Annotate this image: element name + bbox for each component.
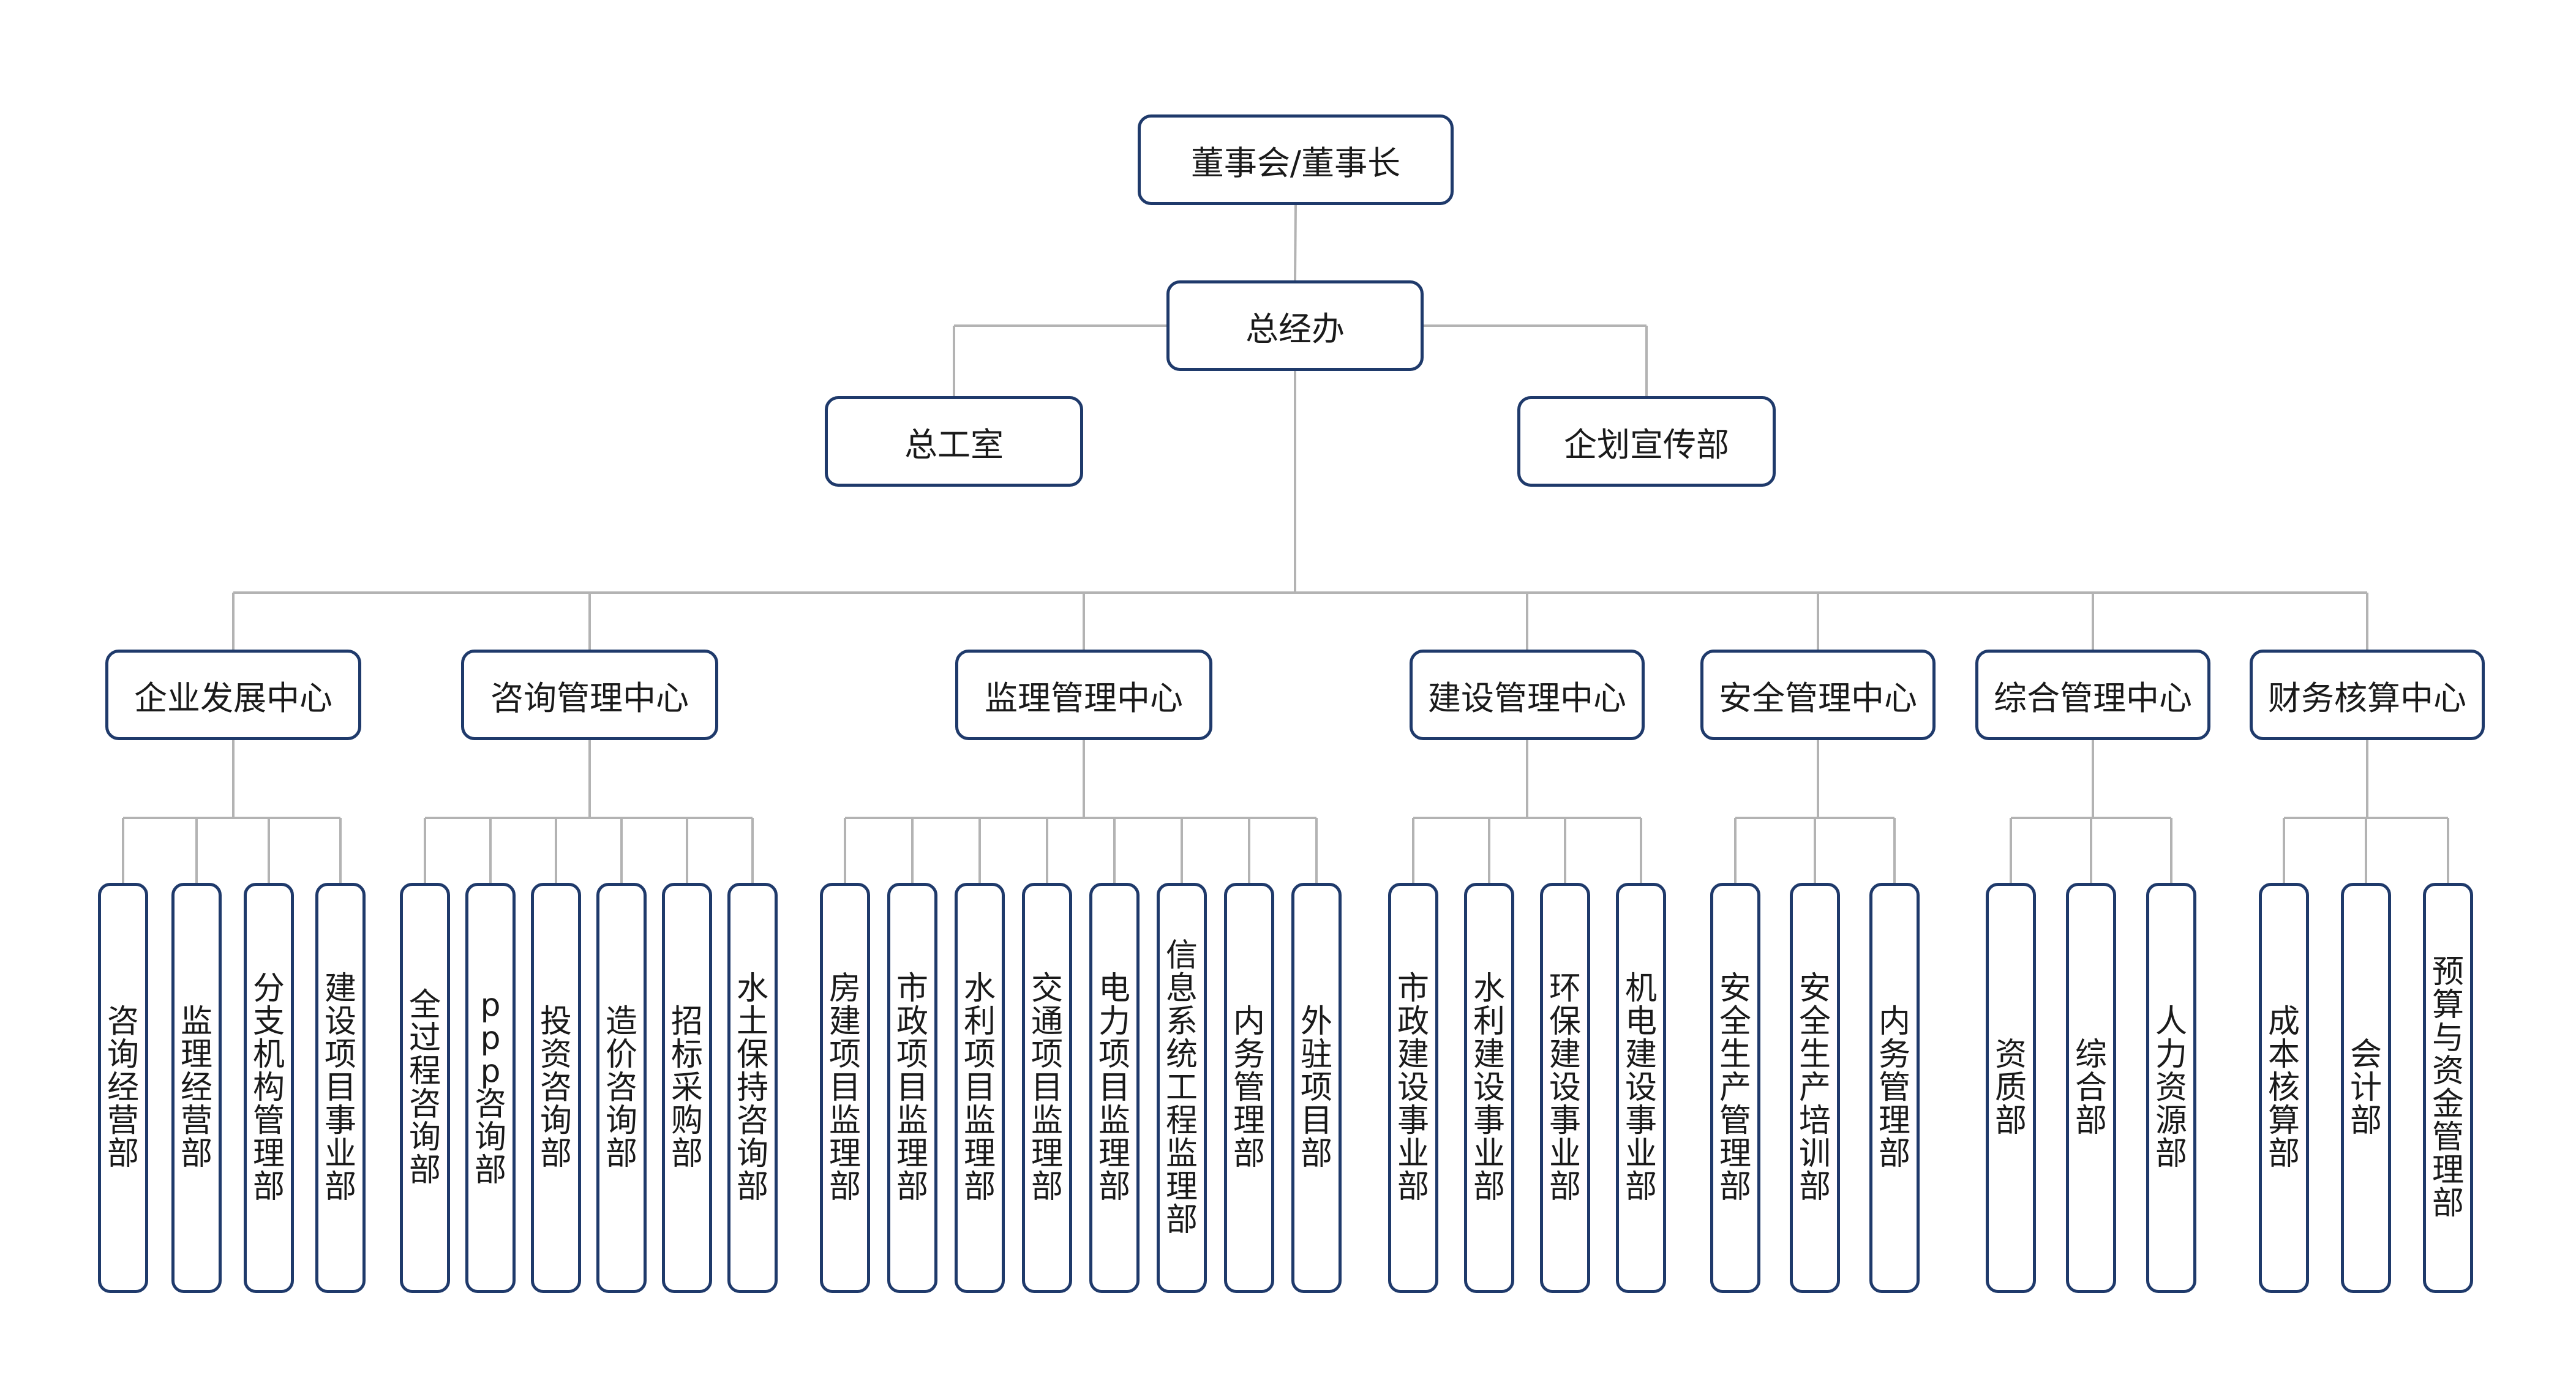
department-label: 安全生产培训部 [1798, 970, 1831, 1205]
department-label: 资质部 [1994, 1036, 2027, 1139]
center-box-supervision: 监理管理中心 [955, 650, 1212, 740]
department-label: 会计部 [2349, 1036, 2382, 1139]
department-label: 招标采购部 [670, 1003, 703, 1172]
department-box: 会计部 [2341, 883, 2391, 1293]
center-label: 咨询管理中心 [490, 678, 689, 718]
department-box: 安全生产培训部 [1790, 883, 1840, 1293]
center-box-safety: 安全管理中心 [1700, 650, 1936, 740]
department-label: 分支机构管理部 [252, 970, 285, 1205]
gm-office-label: 总经办 [1245, 309, 1345, 348]
department-box: 综合部 [2066, 883, 2116, 1293]
department-box: 水土保持咨询部 [727, 883, 778, 1293]
department-box: ppp咨询部 [465, 883, 516, 1293]
department-box: 安全生产管理部 [1710, 883, 1760, 1293]
department-label: 房建项目监理部 [828, 970, 861, 1205]
department-box: 水利项目监理部 [955, 883, 1005, 1293]
center-box-enterprise-development: 企业发展中心 [105, 650, 361, 740]
department-label: ppp咨询部 [474, 987, 506, 1189]
department-box: 内务管理部 [1869, 883, 1920, 1293]
department-label: 监理经营部 [180, 1003, 212, 1172]
center-box-finance: 财务核算中心 [2250, 650, 2485, 740]
department-label: 咨询经营部 [107, 1003, 139, 1172]
department-box: 人力资源部 [2146, 883, 2196, 1293]
chairman-box: 董事会/董事长 [1138, 114, 1454, 205]
department-label: 建设项目事业部 [324, 970, 356, 1205]
department-label: 水利项目监理部 [963, 970, 996, 1205]
department-label: 内务管理部 [1233, 1003, 1265, 1172]
department-box: 环保建设事业部 [1540, 883, 1590, 1293]
department-label: 内务管理部 [1878, 1003, 1910, 1172]
department-box: 市政建设事业部 [1388, 883, 1438, 1293]
department-label: 外驻项目部 [1300, 1003, 1332, 1172]
department-box: 成本核算部 [2259, 883, 2309, 1293]
chief-engineer-office-label: 总工室 [904, 425, 1004, 464]
department-label: 水土保持咨询部 [736, 970, 768, 1205]
department-box: 机电建设事业部 [1616, 883, 1666, 1293]
department-label: 综合部 [2075, 1036, 2107, 1139]
gm-office-box: 总经办 [1166, 280, 1424, 371]
center-label: 建设管理中心 [1428, 678, 1626, 718]
connector-line [1294, 204, 1297, 281]
department-label: 成本核算部 [2267, 1003, 2300, 1172]
department-label: 市政建设事业部 [1397, 970, 1429, 1205]
department-box: 内务管理部 [1224, 883, 1274, 1293]
department-label: 市政项目监理部 [896, 970, 928, 1205]
chief-engineer-office-box: 总工室 [825, 396, 1083, 487]
department-box: 房建项目监理部 [820, 883, 870, 1293]
department-box: 市政项目监理部 [887, 883, 937, 1293]
department-box: 全过程咨询部 [400, 883, 450, 1293]
department-box: 造价咨询部 [596, 883, 647, 1293]
department-box: 水利建设事业部 [1464, 883, 1514, 1293]
department-label: 安全生产管理部 [1719, 970, 1751, 1205]
center-label: 安全管理中心 [1719, 678, 1917, 718]
department-box: 资质部 [1986, 883, 2036, 1293]
department-label: 水利建设事业部 [1473, 970, 1505, 1205]
department-label: 预算与资金管理部 [2431, 954, 2464, 1222]
department-box: 咨询经营部 [98, 883, 148, 1293]
department-box: 建设项目事业部 [315, 883, 366, 1293]
department-box: 电力项目监理部 [1089, 883, 1140, 1293]
department-label: 电力项目监理部 [1098, 970, 1130, 1205]
department-box: 监理经营部 [171, 883, 222, 1293]
center-label: 监理管理中心 [985, 678, 1183, 718]
department-box: 投资咨询部 [531, 883, 581, 1293]
center-box-consulting: 咨询管理中心 [461, 650, 718, 740]
department-label: 信息系统工程监理部 [1165, 937, 1198, 1239]
department-label: 机电建设事业部 [1624, 970, 1657, 1205]
center-label: 综合管理中心 [1994, 678, 2192, 718]
department-box: 外驻项目部 [1291, 883, 1342, 1293]
department-box: 招标采购部 [662, 883, 712, 1293]
chairman-label: 董事会/董事长 [1190, 143, 1401, 182]
department-box: 交通项目监理部 [1022, 883, 1072, 1293]
center-label: 财务核算中心 [2268, 678, 2466, 718]
center-label: 企业发展中心 [134, 678, 332, 718]
department-label: 造价咨询部 [605, 1003, 637, 1172]
department-label: 投资咨询部 [539, 1003, 572, 1172]
center-box-construction: 建设管理中心 [1410, 650, 1645, 740]
department-box: 分支机构管理部 [244, 883, 294, 1293]
planning-publicity-box: 企划宣传部 [1517, 396, 1776, 487]
department-box: 预算与资金管理部 [2423, 883, 2473, 1293]
planning-publicity-label: 企划宣传部 [1564, 425, 1729, 464]
department-label: 全过程咨询部 [408, 987, 441, 1189]
center-box-general-affairs: 综合管理中心 [1975, 650, 2210, 740]
department-box: 信息系统工程监理部 [1157, 883, 1207, 1293]
department-label: 环保建设事业部 [1549, 970, 1581, 1205]
department-label: 人力资源部 [2155, 1003, 2187, 1172]
department-label: 交通项目监理部 [1031, 970, 1063, 1205]
